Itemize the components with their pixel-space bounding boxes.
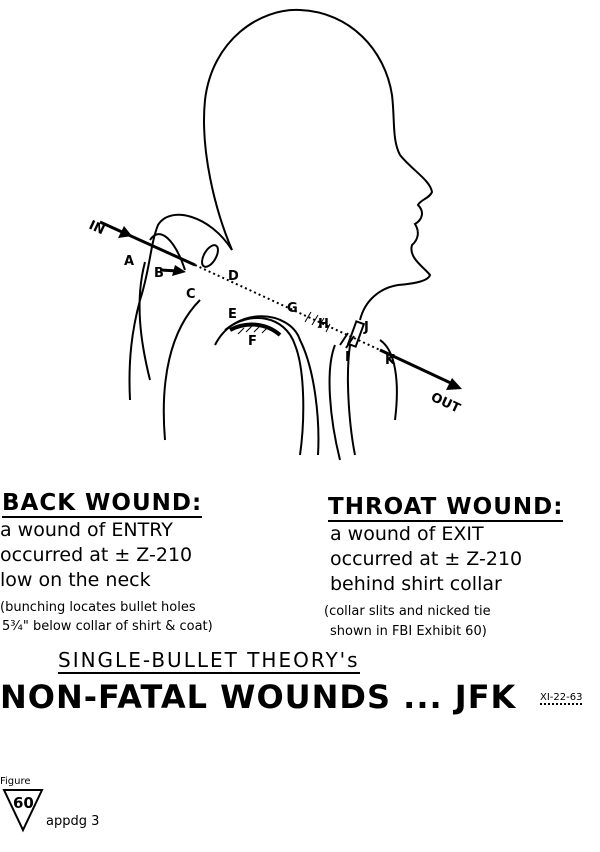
main-title: NON-FATAL WOUNDS ... JFK bbox=[0, 678, 517, 716]
label-j: J bbox=[363, 320, 369, 335]
out-label: OUT bbox=[428, 390, 462, 417]
back-wound-line-1: a wound of ENTRY bbox=[0, 519, 173, 541]
figure-triangle bbox=[2, 789, 44, 833]
label-e: E bbox=[228, 307, 237, 322]
back-wound-note-2: 5¾" below collar of shirt & coat) bbox=[2, 619, 213, 634]
label-g: G bbox=[287, 301, 298, 316]
label-a: A bbox=[124, 254, 134, 269]
label-d: D bbox=[228, 269, 239, 284]
back-wound-line-3: low on the neck bbox=[0, 569, 151, 591]
label-c: C bbox=[186, 287, 196, 302]
subtitle: SINGLE-BULLET THEORY's bbox=[58, 648, 360, 674]
throat-wound-line-3: behind shirt collar bbox=[330, 573, 502, 595]
bullet-trajectory bbox=[99, 220, 462, 390]
figure-number: 60 bbox=[13, 794, 34, 812]
label-k: K bbox=[385, 353, 396, 368]
back-wound-line-2: occurred at ± Z-210 bbox=[0, 544, 193, 566]
back-wound-note-1: (bunching locates bullet holes bbox=[0, 600, 196, 615]
label-b: B bbox=[154, 266, 164, 281]
throat-wound-heading: THROAT WOUND: bbox=[328, 494, 564, 522]
throat-wound-line-2: occurred at ± Z-210 bbox=[330, 548, 523, 570]
in-label: IN bbox=[86, 218, 107, 238]
shirt-collar-marks bbox=[201, 244, 366, 349]
throat-wound-note-2: shown in FBI Exhibit 60) bbox=[330, 624, 487, 639]
head-silhouette bbox=[128, 8, 434, 461]
appendix-ref: appdg 3 bbox=[46, 814, 100, 829]
date: XI-22-63 bbox=[540, 692, 583, 705]
figure-label: Figure bbox=[0, 776, 31, 787]
label-f: F bbox=[248, 334, 257, 349]
throat-wound-line-1: a wound of EXIT bbox=[330, 523, 484, 545]
back-wound-heading: BACK WOUND: bbox=[2, 490, 203, 518]
label-h: H bbox=[318, 317, 329, 332]
throat-wound-note-1: (collar slits and nicked tie bbox=[324, 604, 491, 619]
label-i: I bbox=[345, 350, 350, 365]
